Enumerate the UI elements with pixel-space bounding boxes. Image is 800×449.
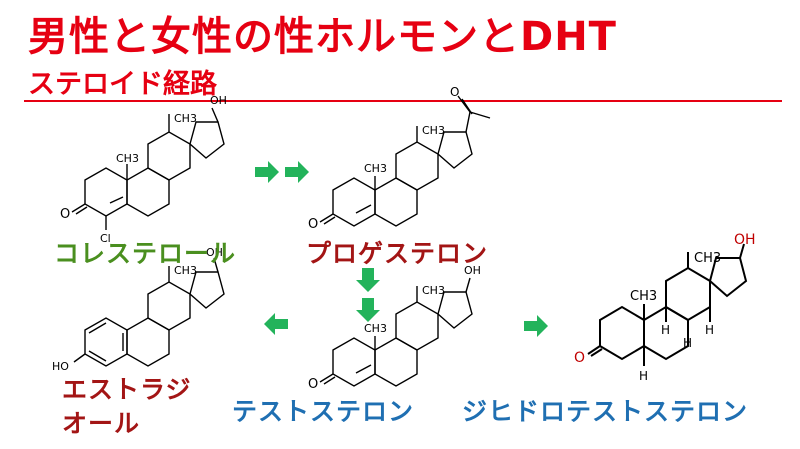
- arrow-cholesterol-to-progesterone-2: [285, 161, 309, 183]
- arrow-progesterone-to-testosterone-2: [356, 298, 380, 322]
- label-progesterone: プロゲステロン: [306, 239, 489, 268]
- estradiol-oh: OH: [206, 246, 223, 259]
- title-underline: [24, 100, 782, 102]
- estradiol-ch3: CH3: [174, 264, 197, 277]
- arrow-progesterone-to-testosterone-1: [356, 268, 380, 292]
- progesterone-structure: [319, 95, 491, 227]
- dht-ch3-1: CH3: [694, 251, 721, 266]
- cholesterol-ch3: CH3: [174, 112, 197, 125]
- page-subtitle: ステロイド経路: [28, 69, 217, 100]
- cholesterol-cl: Cl: [100, 232, 111, 245]
- label-testosterone: テストステロン: [232, 397, 415, 426]
- arrow-testosterone-to-estradiol: [264, 313, 288, 335]
- dht-h-2: H: [683, 336, 692, 350]
- testosterone-oh: OH: [464, 264, 481, 277]
- dht-o: O: [574, 350, 585, 366]
- arrow-cholesterol-to-progesterone-1: [255, 161, 279, 183]
- label-estradiol-line2: オール: [62, 409, 141, 438]
- cholesterol-structure: [71, 107, 225, 230]
- testosterone-ch3-2: CH3: [364, 322, 387, 335]
- dht-structure: [587, 243, 748, 366]
- estradiol-structure: [73, 257, 225, 367]
- cholesterol-ch3-2: CH3: [116, 152, 139, 165]
- dht-oh: OH: [734, 232, 756, 248]
- progesterone-ch3: CH3: [422, 124, 445, 137]
- dht-h-4: H: [639, 369, 648, 383]
- estradiol-ho: HO: [52, 360, 69, 373]
- page-title: 男性と女性の性ホルモンとDHT: [28, 14, 617, 60]
- dht-h-3: H: [705, 323, 714, 337]
- dht-ch3-2: CH3: [630, 289, 657, 304]
- testosterone-o: O: [308, 377, 318, 392]
- progesterone-o-ketone: O: [450, 85, 459, 99]
- testosterone-ch3: CH3: [422, 284, 445, 297]
- arrow-testosterone-to-dht: [524, 315, 548, 337]
- label-cholesterol: コレステロール: [54, 239, 237, 268]
- cholesterol-oh: OH: [210, 94, 227, 107]
- testosterone-structure: [319, 277, 473, 387]
- dht-h-1: H: [661, 323, 670, 337]
- label-estradiol-line1: エストラジ: [62, 375, 192, 404]
- progesterone-o: O: [308, 217, 318, 232]
- label-dht: ジヒドロテストステロン: [462, 397, 749, 426]
- progesterone-ch3-2: CH3: [364, 162, 387, 175]
- cholesterol-o: O: [60, 207, 70, 222]
